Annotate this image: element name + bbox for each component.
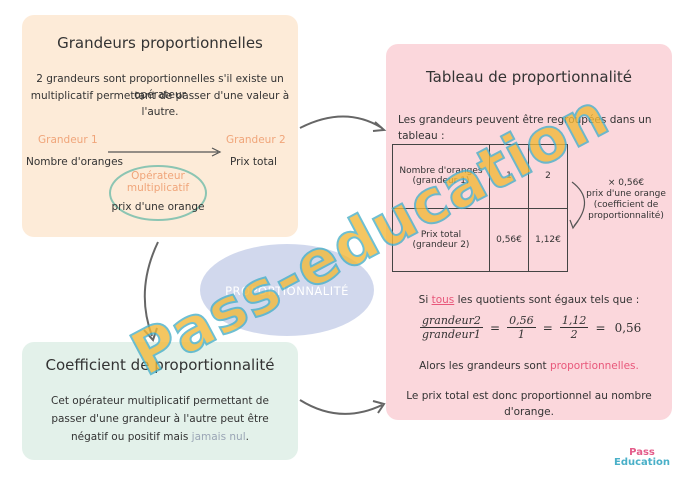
bottom-panel-title: Coefficient de proportionnalité bbox=[45, 356, 275, 374]
table-row: Nombre d'oranges(grandeur 1) 1 2 bbox=[392, 144, 568, 209]
row2-value2: 1,12€ bbox=[528, 207, 568, 272]
quotient-a: Si bbox=[418, 294, 432, 306]
proportionality-table: Nombre d'oranges(grandeur 1) 1 2 Prix to… bbox=[392, 144, 568, 272]
top-panel-title: Grandeurs proportionnelles bbox=[57, 34, 263, 52]
center-label: PROPORTIONNALITÉ bbox=[225, 284, 349, 298]
never-zero-text: jamais nul bbox=[191, 431, 246, 443]
frac3-den: 2 bbox=[570, 328, 578, 341]
right-panel-title: Tableau de proportionnalité bbox=[425, 68, 633, 86]
frac3-num: 1,12 bbox=[559, 314, 589, 328]
eq-sign-3: = bbox=[595, 320, 606, 335]
side-note-coef: (coefficient de bbox=[593, 200, 659, 210]
right-intro: Les grandeurs peuvent être regroupées da… bbox=[398, 114, 652, 142]
proportional-quantities-panel bbox=[22, 15, 298, 237]
conclusion-a: Alors les grandeurs sont bbox=[419, 360, 550, 372]
row1-header: Nombre d'oranges(grandeur 1) bbox=[392, 144, 490, 209]
logo-line2: Education bbox=[614, 457, 670, 468]
frac1-num: grandeur2 bbox=[420, 314, 483, 328]
bottom-line3-a: négatif ou positif mais bbox=[71, 431, 192, 443]
row2-header-a: Prix total bbox=[420, 229, 462, 240]
quantity1-value: Nombre d'oranges bbox=[26, 156, 124, 168]
final-sentence: Le prix total est donc proportionnel au … bbox=[406, 390, 652, 418]
all-word: tous bbox=[431, 294, 455, 306]
coefficient-panel bbox=[22, 342, 298, 460]
quotient-result: 0,56 bbox=[614, 320, 642, 335]
frac1-den: grandeur1 bbox=[422, 328, 481, 341]
conclusion-sentence: Alors les grandeurs sont proportionnelle… bbox=[386, 358, 672, 374]
eq-sign-2: = bbox=[542, 320, 553, 335]
row2-header: Prix total(grandeur 2) bbox=[392, 207, 490, 272]
quotient-c: les quotients sont égaux tels que : bbox=[454, 294, 640, 306]
table-row: Prix total(grandeur 2) 0,56€ 1,12€ bbox=[392, 207, 568, 272]
quantity1-label: Grandeur 1 bbox=[38, 134, 98, 146]
operator-label-line1: Opérateur bbox=[131, 170, 185, 182]
row2-value1: 0,56€ bbox=[489, 207, 529, 272]
center-ellipse bbox=[200, 244, 374, 336]
row1-value2: 2 bbox=[528, 144, 568, 209]
top-intro-line1: 2 grandeurs sont proportionnelles s'il e… bbox=[36, 73, 284, 101]
quotient-sentence: Si tous les quotients sont égaux tels qu… bbox=[386, 292, 672, 308]
frac2-num: 0,56 bbox=[507, 314, 536, 328]
bottom-line2: passer d'une grandeur à l'autre peut êtr… bbox=[51, 413, 269, 425]
quantity2-value: Prix total bbox=[230, 156, 277, 168]
side-note-price: prix d'une orange bbox=[586, 189, 666, 199]
side-note-prop: proportionnalité) bbox=[588, 211, 664, 221]
frac2-den: 1 bbox=[517, 328, 525, 341]
quantity2-label: Grandeur 2 bbox=[226, 134, 286, 146]
logo-line1: Pass bbox=[629, 447, 655, 458]
top-intro-line2: multiplicatif permettant de passer d'une… bbox=[30, 90, 290, 118]
proportional-word: proportionnelles. bbox=[549, 360, 639, 372]
operator-value: prix d'une orange bbox=[111, 201, 205, 213]
bottom-line3: négatif ou positif mais jamais nul. bbox=[22, 429, 298, 445]
operator-label-line2: multiplicatif bbox=[126, 182, 190, 194]
eq-sign-1: = bbox=[489, 320, 500, 335]
row2-header-b: (grandeur 2) bbox=[412, 239, 470, 250]
row1-header-b: (grandeur 1) bbox=[412, 176, 470, 187]
pass-education-logo: Pass Education bbox=[612, 448, 672, 468]
row1-header-a: Nombre d'oranges bbox=[399, 166, 483, 177]
bottom-line1: Cet opérateur multiplicatif permettant d… bbox=[51, 395, 269, 407]
bottom-line3-c: . bbox=[245, 431, 249, 443]
side-note-multiplier: × 0,56€ bbox=[607, 178, 645, 188]
row1-value1: 1 bbox=[489, 144, 529, 209]
